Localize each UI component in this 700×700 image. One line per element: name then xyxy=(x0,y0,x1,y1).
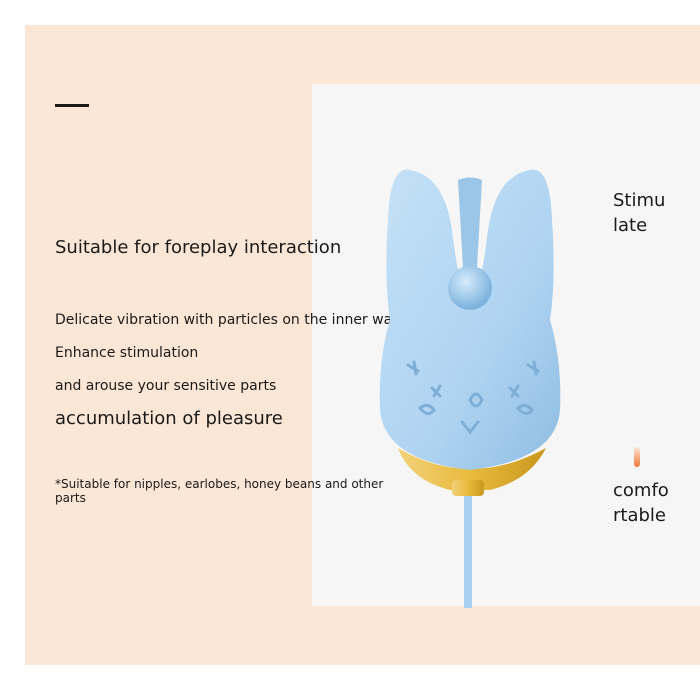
footnote: *Suitable for nipples, earlobes, honey b… xyxy=(55,477,384,505)
side-label-comfortable: comfo rtable xyxy=(613,480,669,526)
title-dash xyxy=(55,104,89,107)
gold-connector xyxy=(452,480,484,496)
side-label-stimulate: Stimu late xyxy=(613,190,666,236)
orange-marker xyxy=(634,447,640,467)
feature-line-3: and arouse your sensitive parts xyxy=(55,378,277,394)
headline: Suitable for foreplay interaction xyxy=(55,237,342,258)
emphasis-line: accumulation of pleasure xyxy=(55,408,283,429)
vibration-ball xyxy=(448,266,492,310)
product-image xyxy=(379,169,561,608)
inner-slit xyxy=(458,177,482,285)
feature-line-1: Delicate vibration with particles on the… xyxy=(55,312,400,328)
cable xyxy=(464,490,472,608)
feature-line-2: Enhance stimulation xyxy=(55,345,199,361)
embossed-pattern xyxy=(406,360,540,435)
